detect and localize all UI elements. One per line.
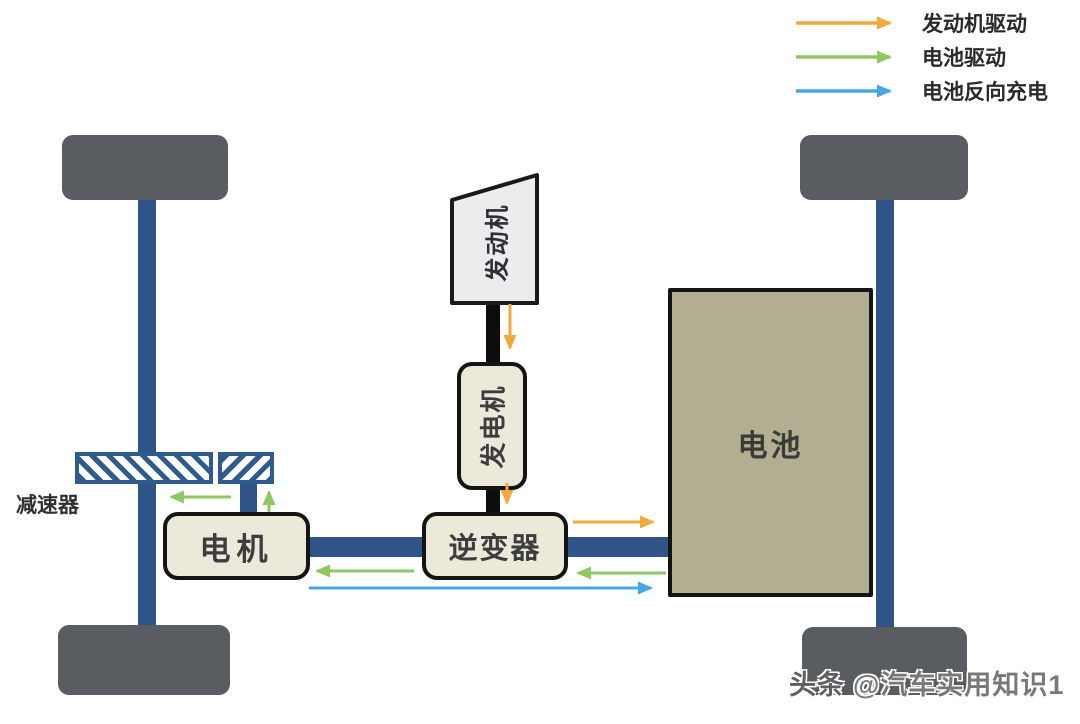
watermark-brand: 头条	[789, 670, 845, 700]
motor-label: 电机	[199, 531, 274, 567]
battery-label: 电池	[737, 429, 804, 463]
watermark: 头条 @汽车实用知识1	[789, 663, 1064, 702]
motor-output-shaft	[240, 481, 257, 515]
inverter-label: 逆变器	[448, 533, 542, 565]
legend-item-engine-drive: 发动机驱动	[794, 10, 1027, 36]
legend-item-battery-reverse-charge: 电池反向充电	[794, 78, 1048, 104]
wheel-front-left	[62, 135, 228, 200]
reducer-gear-pinion	[218, 452, 274, 484]
left-axle-shaft	[138, 198, 156, 628]
reducer-gear-main	[75, 452, 213, 484]
engine-generator-shaft	[486, 300, 500, 364]
legend-item-battery-drive: 电池驱动	[794, 44, 1006, 70]
wheel-rear-right	[802, 627, 967, 695]
legend-label-battery-reverse-charge: 电池反向充电	[922, 81, 1048, 104]
right-axle-shaft	[876, 198, 894, 630]
generator-box: 发电机	[457, 362, 527, 490]
motor-box: 电机	[163, 512, 310, 580]
inverter-box: 逆变器	[422, 512, 568, 580]
battery-box: 电池	[668, 288, 873, 597]
legend-label-battery-drive: 电池驱动	[922, 47, 1006, 70]
legend-label-engine-drive: 发动机驱动	[922, 13, 1027, 36]
engine-drive-arrow-icon	[796, 16, 892, 30]
wheel-front-right	[800, 135, 968, 200]
engine-box	[450, 173, 539, 305]
reducer-label: 减速器	[16, 494, 79, 517]
battery-drive-arrow-icon	[796, 50, 892, 64]
battery-reverse-charge-arrow-icon	[796, 84, 892, 98]
watermark-handle: @汽车实用知识1	[853, 670, 1065, 700]
generator-inverter-link	[486, 486, 500, 514]
wheel-rear-left	[58, 625, 230, 695]
